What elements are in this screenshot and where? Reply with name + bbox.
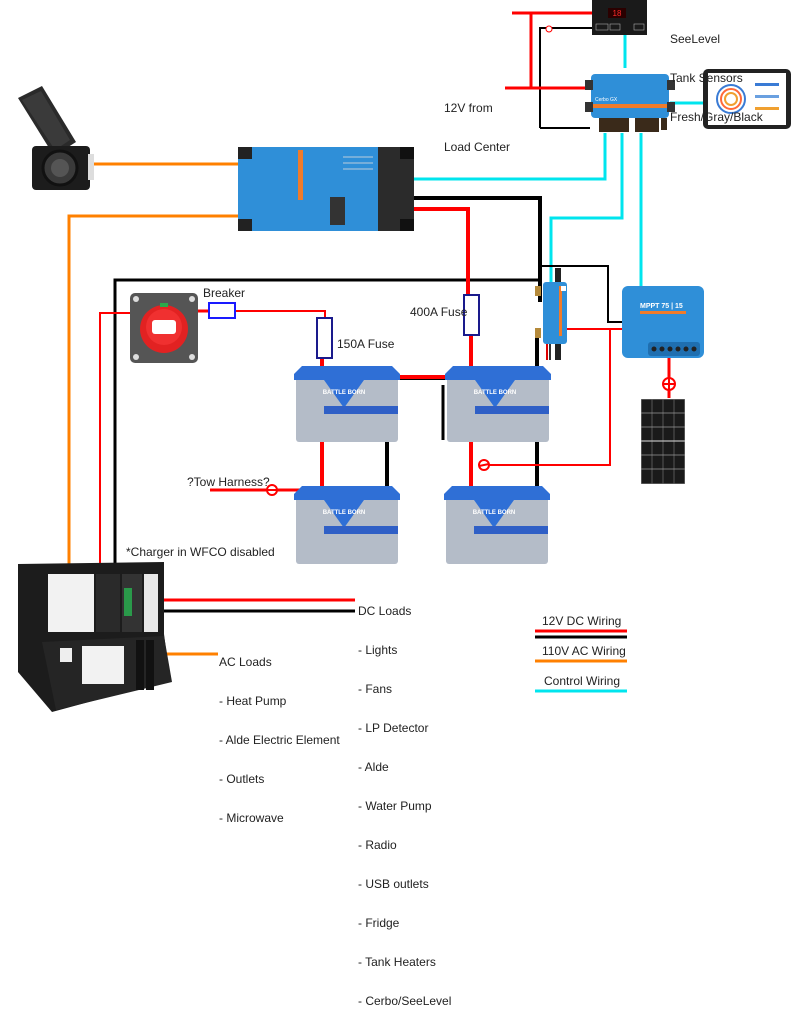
battery-brand: BATTLE BORN (474, 390, 517, 396)
pos-wire-switch-to-loadcenter (99, 312, 132, 568)
pos-wire-mppt-loop (484, 329, 611, 466)
dc-loads-list: DC Loads - Lights - Fans - LP Detector -… (358, 579, 451, 1021)
fuse-150a-label: 150A Fuse (337, 337, 395, 351)
dc-load-item: - Lights (358, 643, 398, 657)
seelevel-monitor: 18 (592, 0, 647, 35)
fuse-150a-symbol (316, 317, 333, 359)
neg-wire-main-bus (113, 278, 540, 568)
inline-fuse-solar (662, 377, 676, 391)
pos-wire-inverter-to-fuse400 (410, 207, 470, 298)
load-center-feed-line: Load Center (444, 140, 511, 154)
cerbo-label: Cerbo GX (595, 97, 618, 103)
dc-loads-title: DC Loads (358, 604, 412, 618)
control-wire-cerbo-to-shunt (549, 133, 624, 288)
control-wiring (410, 18, 705, 296)
battery-disconnect-switch[interactable] (130, 293, 198, 363)
breaker-label: Breaker (203, 286, 246, 300)
ac-load-item: - Microwave (219, 811, 284, 825)
dc-load-item: - Radio (358, 838, 397, 852)
solar-panel (640, 398, 686, 485)
inline-fuses (266, 25, 676, 496)
fuse-400a-label: 400A Fuse (410, 305, 468, 319)
pos-wire-breaker-to-fuse150 (236, 310, 326, 318)
battery-brand: BATTLE BORN (323, 390, 366, 396)
ac-loads-title: AC Loads (219, 655, 272, 669)
seelevel-display-value: 18 (613, 9, 622, 18)
dc-load-item: - Cerbo/SeeLevel (358, 994, 452, 1008)
seelevel-label: SeeLevel Tank Sensors Fresh/Gray/Black (670, 7, 763, 137)
inline-fuse-mppt-loop (478, 459, 490, 471)
neg-wire-shunt-to-mppt (540, 265, 622, 323)
dc-load-item: - Tank Heaters (358, 955, 436, 969)
seelevel-label-line: Tank Sensors (670, 71, 743, 85)
battery-3: BATTLE BORN (294, 484, 400, 566)
dc-load-item: - Fridge (358, 916, 400, 930)
ac-wire-inverter-to-loadcenter (67, 214, 240, 568)
breaker-symbol (208, 302, 236, 319)
gx-touch-display (703, 69, 791, 129)
legend-label-dc: 12V DC Wiring (542, 614, 622, 628)
legend-label-control: Control Wiring (544, 674, 621, 688)
dc-load-item: - Alde (358, 760, 389, 774)
wfco-load-center (12, 562, 174, 714)
neg-wire-inverter-to-shunt (410, 196, 542, 302)
neg-wire-seelevel (539, 27, 592, 128)
ac-wiring (67, 162, 240, 656)
control-wire-cerbo-to-inverter (410, 133, 607, 181)
shore-power-inlet (14, 84, 94, 194)
inverter-multiplus (238, 147, 414, 231)
mppt-charge-controller: MPPT 75 | 15 (622, 286, 704, 358)
ac-load-item: - Alde Electric Element (219, 733, 340, 747)
mppt-model-label: MPPT 75 | 15 (640, 303, 683, 310)
dc-load-item: - USB outlets (358, 877, 429, 891)
seelevel-label-line: SeeLevel (670, 32, 721, 46)
smart-shunt (535, 268, 575, 363)
battery-brand: BATTLE BORN (323, 510, 366, 516)
battery-brand: BATTLE BORN (473, 510, 516, 516)
battery-4: BATTLE BORN (444, 484, 550, 566)
inline-fuse-tow (266, 484, 278, 496)
ac-loads-list: AC Loads - Heat Pump - Alde Electric Ele… (219, 630, 340, 838)
legend-swatches (535, 629, 627, 693)
load-center-feed-line: 12V from (444, 101, 493, 115)
dc-load-item: - Fans (358, 682, 393, 696)
charger-note: *Charger in WFCO disabled (126, 545, 275, 559)
battery-1: BATTLE BORN (294, 364, 400, 444)
dc-load-item: - Water Pump (358, 799, 432, 813)
seelevel-label-line: Fresh/Gray/Black (670, 110, 763, 124)
cerbo-gx: Cerbo GX (585, 68, 675, 134)
legend-label-ac: 110V AC Wiring (542, 644, 626, 658)
ac-load-item: - Outlets (219, 772, 265, 786)
battery-2: BATTLE BORN (445, 364, 551, 444)
tow-harness-label: ?Tow Harness? (187, 475, 270, 489)
ac-load-item: - Heat Pump (219, 694, 287, 708)
load-center-feed-label: 12V from Load Center (444, 76, 510, 167)
fuse-400a-symbol (463, 294, 480, 336)
inline-fuse-seelevel (545, 25, 553, 33)
dc-load-item: - LP Detector (358, 721, 429, 735)
